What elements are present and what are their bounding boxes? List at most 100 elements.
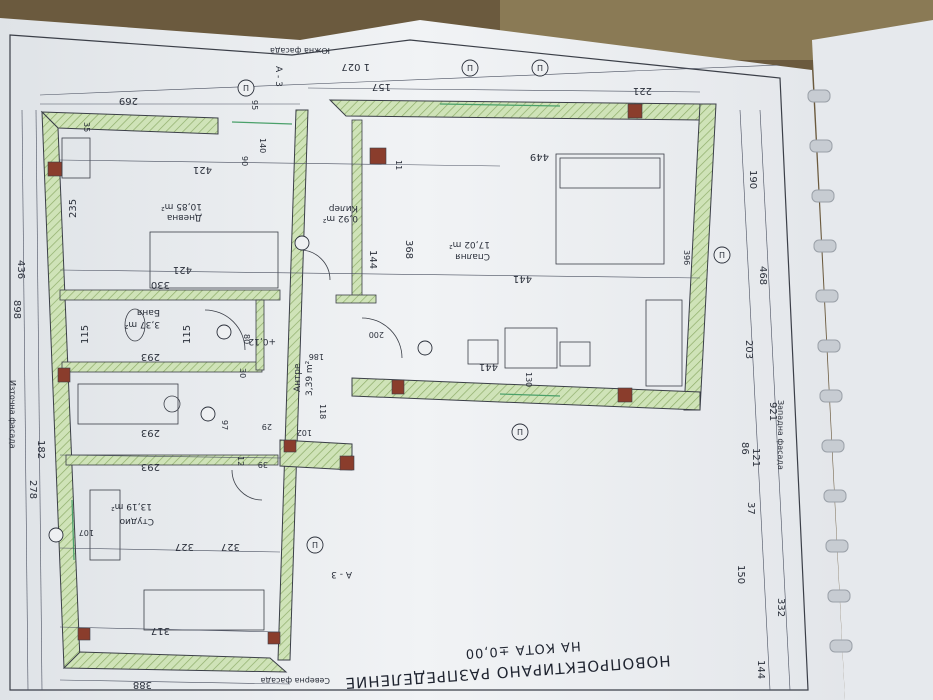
dim-80: 80 (242, 334, 251, 344)
marker-10 (294, 235, 310, 251)
dim-278: 278 (27, 480, 38, 499)
section-a3-bottom: А - 3 (331, 569, 352, 579)
dim-top-269: 269 (119, 95, 138, 106)
dim-118: 118 (318, 404, 327, 419)
dim-436: 436 (15, 260, 26, 279)
interior-walls (59, 119, 377, 466)
marker-letter: П (467, 64, 473, 73)
dim-11: 11 (394, 160, 403, 170)
dimension-texts: 1 027 269 157 221 421 449 421 441 330 44… (11, 61, 786, 690)
marker-1 (237, 79, 255, 97)
axis-marker-letters: П П П П П П (243, 64, 725, 550)
dim-327a: 327 (175, 541, 194, 552)
dim-441a: 441 (513, 273, 532, 284)
room-bedroom-name: Спалня (455, 251, 490, 261)
window-openings (71, 103, 561, 561)
dim-115b: 115 (182, 325, 193, 344)
dim-235: 235 (68, 199, 79, 218)
dim-30: 30 (238, 368, 247, 378)
dim-332: 332 (775, 598, 786, 617)
room-closet-area: 0,92 m² (322, 213, 358, 223)
level-mark: +0,12 (248, 336, 276, 346)
dim-468: 468 (757, 266, 768, 285)
axis-markers (48, 59, 731, 554)
elevation-east: Източна фасада (8, 380, 17, 449)
dim-421a: 421 (193, 164, 212, 175)
dim-top-total: 1 027 (341, 61, 370, 72)
elevation-north: Северна фасада (261, 676, 330, 685)
marker-2 (461, 59, 479, 77)
room-labels: Дневна 10,85 m² Спалня 17,02 m² Баня 3,3… (111, 201, 490, 526)
dim-388: 388 (133, 679, 152, 690)
kitchen-counter (77, 383, 179, 425)
page-frame (9, 34, 809, 691)
dim-29: 29 (262, 422, 272, 431)
dim-97: 97 (220, 420, 229, 430)
marker-9 (200, 406, 216, 422)
dim-top-221: 221 (633, 85, 652, 96)
dimension-lines (21, 64, 791, 691)
dim-200: 200 (369, 330, 384, 339)
marker-letter: П (719, 251, 725, 260)
marker-letter: П (312, 541, 318, 550)
dim-317: 317 (151, 625, 170, 636)
room-closet-name: Килер (328, 203, 358, 213)
dim-140: 140 (258, 138, 267, 153)
dim-182: 182 (35, 440, 46, 459)
dim-top-157: 157 (372, 81, 391, 92)
dim-396: 396 (682, 250, 691, 265)
structural-columns (47, 103, 643, 645)
wardrobe (645, 299, 683, 387)
dim-293a: 293 (141, 351, 160, 362)
elevation-labels: Южна фасада Западна фасада Северна фасад… (8, 46, 785, 685)
furniture (61, 137, 683, 631)
dim-144: 144 (367, 250, 378, 269)
dim-449: 449 (530, 151, 549, 162)
room-bedroom-area: 17,02 m² (449, 239, 490, 249)
elevation-south: Южна фасада (270, 46, 330, 55)
marker-6 (306, 536, 324, 554)
elevation-west: Западна фасада (776, 400, 785, 470)
bed (555, 153, 665, 265)
dim-86: 86 (739, 442, 750, 455)
table (504, 327, 558, 369)
dim-203: 203 (743, 340, 754, 359)
dim-37: 37 (745, 502, 756, 515)
room-hall-name: Антре (293, 363, 303, 392)
sofa (149, 231, 279, 289)
dim-95: 95 (250, 100, 259, 110)
dim-441b: 441 (479, 361, 498, 372)
dim-144b: 144 (755, 660, 766, 679)
paper-sheet (0, 18, 845, 700)
marker-4 (713, 246, 731, 264)
dim-39: 39 (258, 460, 268, 469)
section-markers: А - 3 А - 3 (273, 66, 352, 579)
dim-327b: 327 (221, 541, 240, 552)
marker-letter: П (517, 428, 523, 437)
toilet (124, 308, 146, 342)
dim-107: 107 (79, 528, 94, 537)
marker-5 (511, 423, 529, 441)
section-a3-top: А - 3 (273, 66, 283, 87)
room-living-area: 10,85 m² (161, 201, 202, 211)
dim-130: 130 (524, 372, 533, 387)
dim-35: 35 (82, 122, 91, 132)
dim-293c: 293 (141, 461, 160, 472)
dim-898: 898 (11, 300, 22, 319)
room-bath-area: 3,37 m² (124, 319, 160, 329)
spiral-binding (807, 89, 853, 653)
exterior-walls (40, 99, 717, 673)
marker-8 (216, 324, 232, 340)
dim-90: 90 (240, 156, 249, 166)
marker-letter: П (243, 84, 249, 93)
dim-421b: 421 (173, 264, 192, 275)
dim-921: 921 (767, 402, 778, 421)
dim-293b: 293 (141, 427, 160, 438)
room-bath-name: Баня (137, 307, 160, 317)
dim-190: 190 (747, 170, 758, 189)
dim-102: 102 (297, 428, 312, 437)
dim-330: 330 (151, 279, 170, 290)
marker-7 (417, 340, 433, 356)
dim-368: 368 (403, 240, 414, 259)
